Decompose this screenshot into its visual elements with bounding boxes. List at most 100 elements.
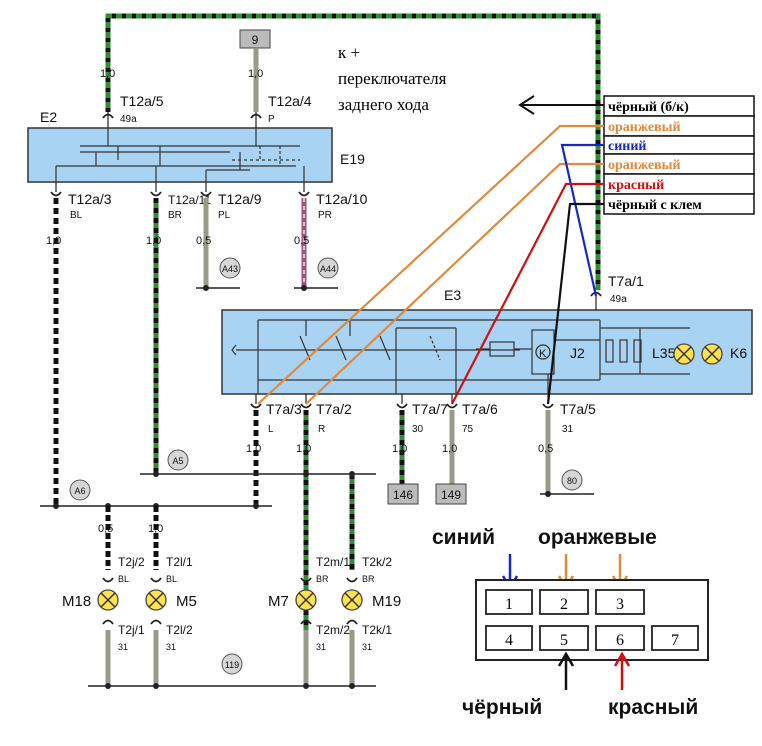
svg-text:T12a/5: T12a/5 <box>120 93 164 109</box>
gauge-t7a6: 1,0 <box>442 443 457 455</box>
svg-text:T2j/1: T2j/1 <box>118 623 145 637</box>
pin-5: 5 <box>560 632 568 649</box>
color-legend: чёрный (б/к) оранжевый синий оранжевый к… <box>603 95 755 215</box>
pin-7: 7 <box>671 632 679 649</box>
legend-item: оранжевый <box>608 158 681 173</box>
svg-text:T2m/2: T2m/2 <box>316 623 350 637</box>
gauge-t7a2: 1,0 <box>296 443 311 455</box>
svg-text:31: 31 <box>118 642 128 652</box>
svg-text:9: 9 <box>252 33 259 47</box>
svg-text:31: 31 <box>562 424 574 435</box>
gauge-t7a3: 1,0 <box>246 443 261 455</box>
pin-t7a6-label: T7a/6 75 <box>462 401 498 435</box>
svg-text:T2l/2: T2l/2 <box>166 623 193 637</box>
svg-text:BL: BL <box>70 210 83 221</box>
svg-text:T2j/2: T2j/2 <box>118 555 145 569</box>
svg-text:E3: E3 <box>444 287 461 303</box>
svg-text:T12a/11: T12a/11 <box>168 193 211 207</box>
svg-text:31: 31 <box>362 642 372 652</box>
lamp-m18: 0,5 T2j/2 BL T2j/1 31 M18 <box>62 506 145 686</box>
svg-text:L: L <box>268 424 274 435</box>
svg-text:A6: A6 <box>74 486 85 496</box>
connector-146: 146 <box>387 483 419 505</box>
svg-text:заднего хода: заднего хода <box>338 95 429 114</box>
annotation-lines <box>257 124 604 405</box>
resistor-l35-label: L35 <box>652 345 676 361</box>
switch-block-e2: E2 E19 <box>27 109 365 183</box>
svg-text:к +: к + <box>338 43 360 62</box>
top-loop-wire <box>105 13 601 290</box>
pin-t7a3-label: T7a/3 L <box>266 401 302 435</box>
svg-text:T12a/3: T12a/3 <box>68 191 112 207</box>
arrow-to-note <box>518 95 604 115</box>
legend-item: чёрный с клем <box>608 198 702 213</box>
pin-2: 2 <box>560 596 568 613</box>
relay-j2-label: J2 <box>570 345 585 361</box>
lamp-k6-label: K6 <box>730 345 747 361</box>
ground-119: 119 <box>88 653 376 689</box>
svg-text:M5: M5 <box>176 593 197 610</box>
legend-item: чёрный (б/к) <box>608 100 689 115</box>
pin-t7a5-label: T7a/5 31 <box>560 401 596 435</box>
svg-text:0,5: 0,5 <box>98 523 113 535</box>
svg-text:BR: BR <box>316 574 329 584</box>
svg-text:T12a/9: T12a/9 <box>218 191 262 207</box>
svg-text:49a: 49a <box>120 114 137 125</box>
pin-label-red: красный <box>608 696 698 719</box>
gauge-t7a7: 1,0 <box>392 443 407 455</box>
ground-a44: A44 <box>294 257 339 291</box>
lamp-m19: T2k/2 BR T2k/1 31 M19 <box>341 474 401 686</box>
pin-t7a7-label: T7a/7 30 <box>412 401 448 435</box>
svg-text:146: 146 <box>393 488 413 502</box>
gauge-t12a4: 1,0 <box>248 68 263 80</box>
ground-a43: A43 <box>196 257 241 291</box>
svg-text:31: 31 <box>316 642 326 652</box>
lamp-m7: T2m/1 BR T2m/2 31 M7 <box>268 555 350 686</box>
lamp-m5: 1,0 T2l/1 BL T2l/2 31 M5 <box>145 506 197 686</box>
svg-text:K: K <box>539 348 547 360</box>
svg-text:31: 31 <box>166 642 176 652</box>
pin-label-blue: синий <box>432 526 495 549</box>
legend-item: красный <box>608 178 664 193</box>
svg-text:T7a/6: T7a/6 <box>462 401 498 417</box>
svg-text:149: 149 <box>441 488 461 502</box>
pin-6: 6 <box>616 632 624 649</box>
pin-t7a1-label: T7a/1 49a <box>608 273 644 305</box>
gauge-t12a3: 1,0 <box>46 235 61 247</box>
svg-text:BL: BL <box>166 574 177 584</box>
ground-80: 80 <box>540 469 594 497</box>
pin-4: 4 <box>505 632 513 649</box>
connector-pin-diagram: синий оранжевые 1 2 3 4 5 6 7 чёрный кра… <box>432 526 709 719</box>
svg-text:E19: E19 <box>340 151 365 167</box>
connector-9: 9 <box>239 29 271 49</box>
gauge-t12a10: 0,5 <box>294 235 309 247</box>
legend-item: оранжевый <box>608 120 681 135</box>
svg-text:80: 80 <box>567 476 577 486</box>
pin-t12a11-label: T12a/11 BR <box>168 193 211 221</box>
gauge-t12a5: 1,0 <box>100 68 115 80</box>
node-a6: A6 <box>69 479 91 501</box>
pin-t12a10-label: T12a/10 PR <box>316 191 368 221</box>
pin-label-black: чёрный <box>462 696 542 719</box>
svg-text:T12a/10: T12a/10 <box>316 191 368 207</box>
svg-text:T2k/1: T2k/1 <box>362 623 392 637</box>
svg-text:T7a/3: T7a/3 <box>266 401 302 417</box>
svg-text:M19: M19 <box>372 593 401 610</box>
gauge-t12a9: 0,5 <box>196 235 211 247</box>
svg-text:переключателя: переключателя <box>338 69 447 88</box>
pin-label-orange: оранжевые <box>538 526 657 549</box>
svg-text:T7a/5: T7a/5 <box>560 401 596 417</box>
connector-149: 149 <box>435 483 467 505</box>
svg-text:BR: BR <box>362 574 375 584</box>
svg-text:P: P <box>268 114 275 125</box>
svg-text:BL: BL <box>118 574 129 584</box>
svg-text:R: R <box>318 424 325 435</box>
pin-t12a3-label: T12a/3 BL <box>68 191 112 221</box>
svg-text:BR: BR <box>168 210 182 221</box>
svg-text:M18: M18 <box>62 593 91 610</box>
svg-text:T7a/2: T7a/2 <box>316 401 352 417</box>
pin-3: 3 <box>616 596 624 613</box>
reverse-switch-note: к + переключателя заднего хода <box>338 43 447 114</box>
svg-text:49a: 49a <box>610 294 627 305</box>
